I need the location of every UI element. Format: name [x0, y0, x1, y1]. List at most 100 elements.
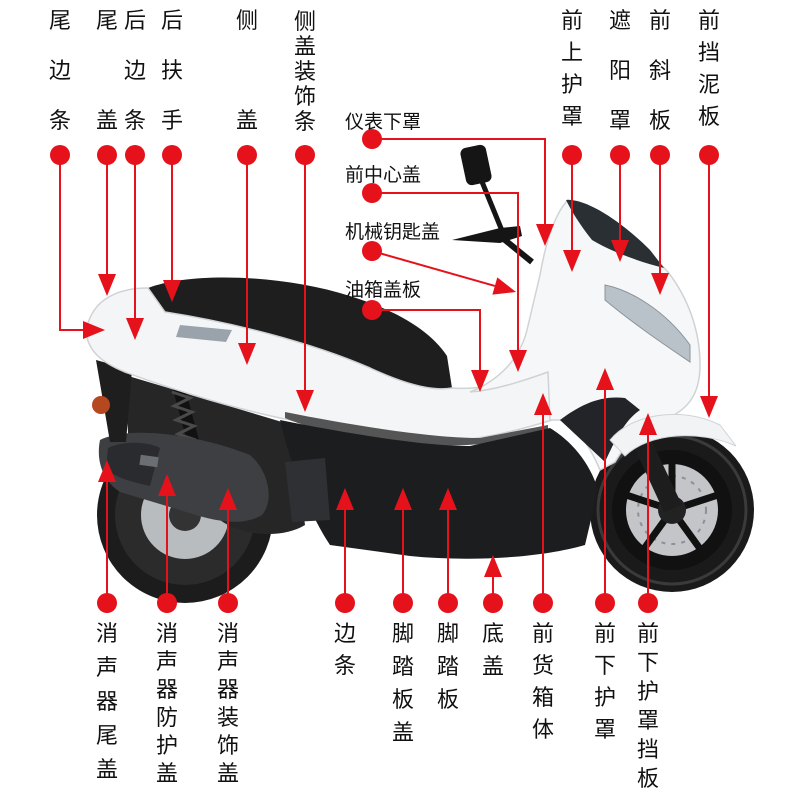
arrow-head: [394, 488, 412, 510]
leader-front-center-cover: [362, 183, 527, 372]
leader-tail-cover: [97, 145, 117, 296]
marker-dot: [393, 593, 413, 613]
marker-dot: [97, 145, 117, 165]
leader-lines: [50, 129, 719, 613]
marker-dot: [50, 145, 70, 165]
label-front-storage-box: 前货箱体: [531, 622, 554, 743]
leader-line: [59, 155, 83, 331]
marker-dot: [595, 593, 615, 613]
leader-rear-side-strip: [125, 145, 145, 340]
arrow-head: [611, 240, 629, 262]
arrow-head: [492, 277, 516, 295]
arrow-head: [158, 474, 176, 496]
label-side-cover: 侧盖: [235, 9, 258, 134]
label-muffler-trim-cover: 消声器装饰盖: [216, 622, 239, 787]
marker-dot: [699, 145, 719, 165]
leader-side-cover: [237, 145, 257, 365]
arrow-head: [98, 460, 116, 482]
marker-dot: [237, 145, 257, 165]
arrow-head: [163, 280, 181, 302]
marker-dot: [97, 593, 117, 613]
leader-front-upper-cover: [562, 145, 582, 272]
label-tail-side-strip: 尾边条: [48, 9, 71, 134]
marker-dot: [650, 145, 670, 165]
leader-side-strip: [335, 488, 355, 613]
leader-front-slant-panel: [650, 145, 670, 295]
scooter-illustration: [85, 144, 754, 603]
leader-footboard: [438, 488, 458, 613]
label-footboard-cover: 脚踏板盖: [391, 622, 414, 746]
marker-dot: [157, 593, 177, 613]
leader-rear-grab-handle: [162, 145, 182, 302]
leader-footboard-cover: [393, 488, 413, 613]
tail-light: [92, 396, 110, 414]
radiator-vent: [285, 458, 330, 522]
label-front-upper-cover: 前上护罩: [560, 9, 583, 130]
marker-dot: [483, 593, 503, 613]
arrow-head: [639, 413, 657, 435]
leader-muffler-trim-cover: [218, 488, 238, 613]
marker-dot: [295, 145, 315, 165]
arrow-head: [534, 393, 552, 415]
arrow-head: [219, 488, 237, 510]
leader-muffler-end-cap: [97, 460, 117, 613]
leader-under-cover: [483, 555, 503, 613]
leader-line: [372, 309, 481, 370]
marker-dot: [562, 145, 582, 165]
label-key-cover: 机械钥匙盖: [345, 221, 441, 243]
label-side-strip: 边条: [333, 622, 356, 679]
arrow-head: [238, 343, 256, 365]
arrow-head: [651, 273, 669, 295]
label-fuel-lid-panel: 油箱盖板: [345, 279, 422, 301]
leader-front-fender: [699, 145, 719, 418]
leader-front-lower-cover-plate: [638, 413, 658, 613]
windshield: [566, 199, 664, 268]
front-side-inset: [560, 397, 640, 462]
leader-line: [372, 138, 546, 224]
marker-dot: [162, 145, 182, 165]
arrow-head: [296, 390, 314, 412]
arrow-head: [336, 488, 354, 510]
marker-dot: [533, 593, 553, 613]
leader-sun-visor: [610, 145, 630, 262]
leader-line: [371, 250, 496, 287]
label-meter-lower-cover: 仪表下罩: [345, 111, 422, 133]
leader-front-storage-box: [533, 393, 553, 613]
arrow-head: [596, 368, 614, 390]
marker-dot: [362, 129, 382, 149]
leader-fuel-lid-panel: [362, 300, 489, 392]
label-front-lower-cover-plate: 前下护罩挡板: [636, 622, 659, 792]
leader-front-lower-cover: [595, 368, 615, 613]
label-rear-grab-handle: 后扶手: [160, 9, 183, 134]
arrow-head: [98, 274, 116, 296]
rear-fender: [96, 360, 132, 442]
label-front-center-cover: 前中心盖: [345, 164, 422, 186]
label-front-fender: 前挡泥板: [697, 9, 720, 130]
label-side-cover-trim: 侧盖装饰条: [293, 10, 316, 135]
arrow-head: [126, 318, 144, 340]
marker-dot: [125, 145, 145, 165]
label-sun-visor: 遮阳罩: [608, 9, 631, 134]
marker-dot: [362, 300, 382, 320]
marker-dot: [218, 593, 238, 613]
leader-key-cover: [362, 241, 516, 295]
marker-dot: [362, 183, 382, 203]
label-footboard: 脚踏板: [436, 622, 459, 713]
label-tail-cover: 尾盖: [95, 9, 118, 134]
label-muffler-heat-shield: 消声器防护盖: [155, 622, 178, 787]
label-rear-side-strip: 后边条: [123, 9, 146, 134]
marker-dot: [438, 593, 458, 613]
lower-floor-panel: [280, 420, 598, 559]
side-cover-logo: [176, 325, 232, 342]
side-body-trim: [285, 412, 548, 446]
leader-line: [372, 192, 519, 350]
marker-dot: [610, 145, 630, 165]
marker-dot: [335, 593, 355, 613]
label-under-cover: 底盖: [481, 622, 504, 680]
leader-tail-side-strip: [50, 145, 105, 339]
arrow-head: [536, 224, 554, 246]
arrow-head: [471, 370, 489, 392]
arrow-head: [83, 321, 105, 339]
